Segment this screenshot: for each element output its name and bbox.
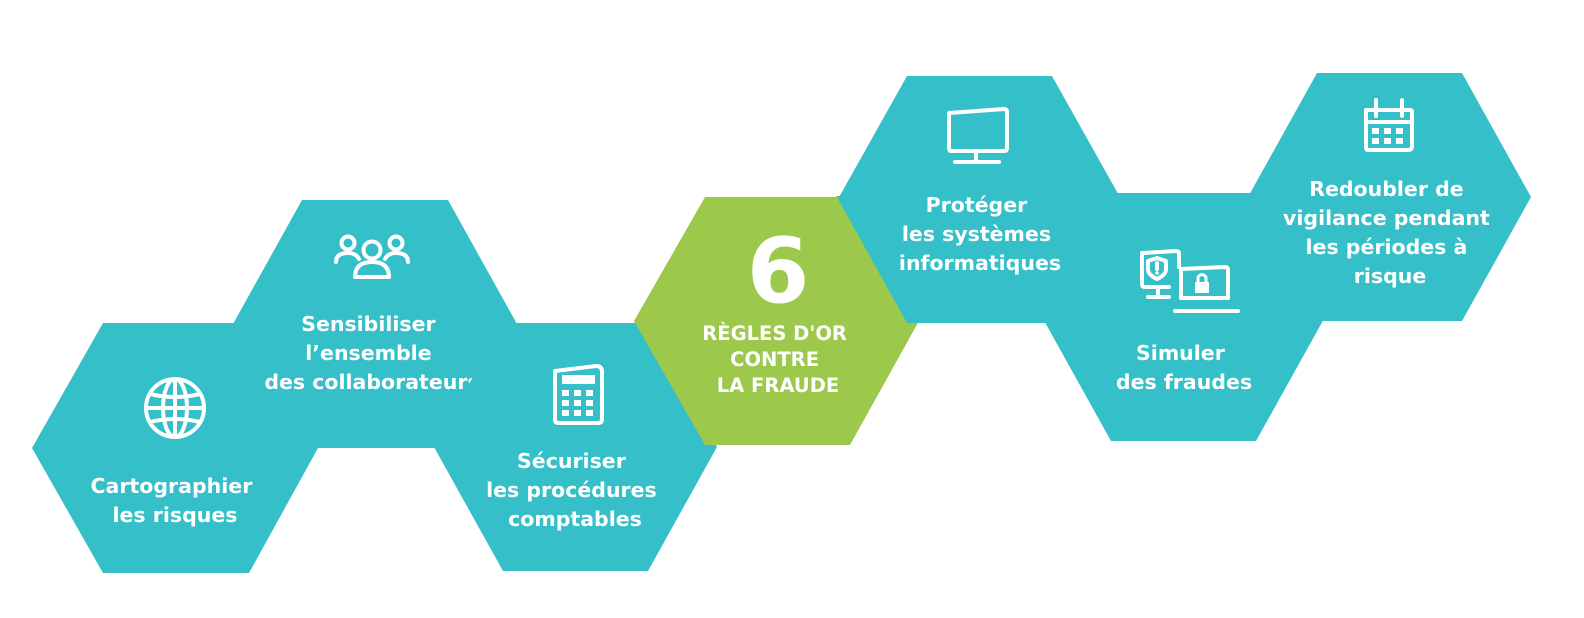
rule-label: Cartographier les risques xyxy=(91,474,260,527)
globe-icon xyxy=(144,377,206,439)
center-title-line: CONTRE xyxy=(730,348,819,371)
rule-label-line: des fraudes xyxy=(1116,370,1252,394)
rule-label: Protéger les systèmes informatiques xyxy=(899,193,1061,275)
rule-label-line: risque xyxy=(1354,264,1427,288)
rule-label-line: Sécuriser xyxy=(517,449,627,473)
rule-label-line: informatiques xyxy=(899,251,1061,275)
center-title-line: RÈGLES D'OR xyxy=(702,322,847,345)
rule-label-line: les procédures xyxy=(486,478,657,502)
rule-label: Sensibiliser l’ensemble des collaborateu… xyxy=(264,312,479,394)
rule-label: Simuler des fraudes xyxy=(1116,341,1252,394)
rule-hex-proteger: Protéger les systèmes informatiques xyxy=(838,76,1121,323)
rule-hex-securiser: Sécuriser les procédures comptables xyxy=(434,323,717,571)
rule-label-line: les risques xyxy=(113,503,238,527)
secure-computers-icon xyxy=(1140,249,1240,313)
people-icon xyxy=(334,234,410,279)
hex-shape xyxy=(1248,73,1531,321)
rule-hex-redoubler: Redoubler de vigilance pendant les pério… xyxy=(1248,73,1531,321)
hex-shape xyxy=(233,200,517,448)
rule-label-line: Redoubler de xyxy=(1309,177,1463,201)
center-hex: 6 RÈGLES D'OR CONTRE LA FRAUDE xyxy=(634,197,919,445)
rule-label-line: Cartographier xyxy=(91,474,254,498)
rule-label-line: Simuler xyxy=(1136,341,1226,365)
rule-label-line: les systèmes xyxy=(902,222,1051,246)
rule-label-line: les périodes à xyxy=(1306,235,1468,259)
rule-label-line: l’ensemble xyxy=(305,341,431,365)
rule-label: Sécuriser les procédures comptables xyxy=(486,449,664,531)
calculator-icon xyxy=(553,364,604,425)
hex-shape xyxy=(838,76,1121,323)
rule-hex-sensibiliser: Sensibiliser l’ensemble des collaborateu… xyxy=(233,200,517,448)
hex-shape xyxy=(1042,193,1325,441)
hex-shape xyxy=(32,323,318,573)
rule-label-line: comptables xyxy=(508,507,642,531)
rule-label-line: Protéger xyxy=(926,193,1028,217)
center-number: 6 xyxy=(747,219,810,324)
rule-label-line: Sensibiliser xyxy=(301,312,436,336)
hex-shape xyxy=(634,197,919,445)
rule-hex-cartographier: Cartographier les risques xyxy=(32,323,318,573)
monitor-icon xyxy=(947,107,1009,164)
calendar-icon xyxy=(1364,98,1414,152)
center-title: RÈGLES D'OR CONTRE LA FRAUDE xyxy=(702,322,853,397)
hex-shape xyxy=(434,323,717,571)
center-title-line: LA FRAUDE xyxy=(717,374,839,397)
rule-hex-simuler: Simuler des fraudes xyxy=(1042,193,1325,441)
rule-label: Redoubler de vigilance pendant les pério… xyxy=(1283,177,1497,288)
rule-label-line: vigilance pendant xyxy=(1283,206,1490,230)
rule-label-line: des collaborateurs xyxy=(264,370,479,394)
